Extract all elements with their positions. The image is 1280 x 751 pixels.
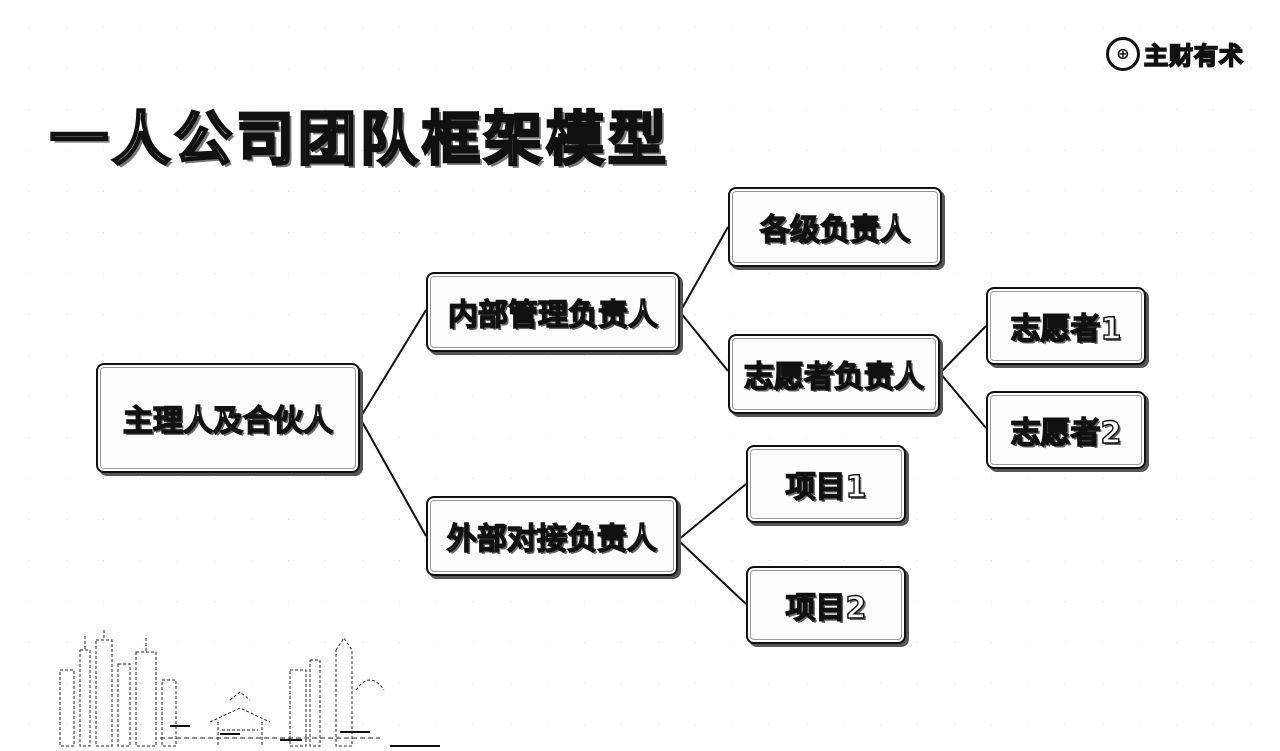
connector-root-external [359,417,427,537]
node-root-label: 主理人及合伙人 [122,403,333,439]
node-volunteer-lead-label: 志愿者负责人 [743,359,924,395]
connector-internal-leaders [679,226,729,313]
node-volunteer-lead: 志愿者负责人 [728,334,940,414]
brand-text: 主财有术 [1143,41,1244,71]
city-skyline-sketch [59,630,440,747]
connector-volunteerlead-v1 [939,325,987,374]
circle-logo-icon: ⊕ [1106,36,1140,71]
node-project-1: 项目1 [746,445,906,523]
node-project-1-label: 项目1 [785,469,867,505]
node-root: 主理人及合伙人 [96,363,360,473]
node-internal-manager: 内部管理负责人 [426,272,680,352]
brand-logo: ⊕ 主财有术 [1106,36,1244,71]
node-project-2: 项目2 [746,566,906,644]
node-volunteer-2: 志愿者2 [986,391,1146,469]
page-title: 一人公司团队框架模型 [49,104,671,175]
node-external-manager-label: 外部对接负责人 [446,521,657,557]
node-volunteer-1-label: 志愿者1 [1010,311,1122,347]
node-external-manager: 外部对接负责人 [426,496,678,576]
connector-external-p2 [677,539,747,605]
node-internal-manager-label: 内部管理负责人 [447,297,658,333]
connector-volunteerlead-v2 [939,372,987,429]
connector-internal-volunteerlead [679,311,729,372]
node-leaders-label: 各级负责人 [759,212,910,248]
node-volunteer-1: 志愿者1 [986,287,1146,365]
node-project-2-label: 项目2 [785,590,867,626]
connector-root-internal [359,309,427,419]
node-volunteer-2-label: 志愿者2 [1010,415,1122,451]
connector-external-p1 [677,483,747,541]
node-leaders: 各级负责人 [728,187,942,267]
